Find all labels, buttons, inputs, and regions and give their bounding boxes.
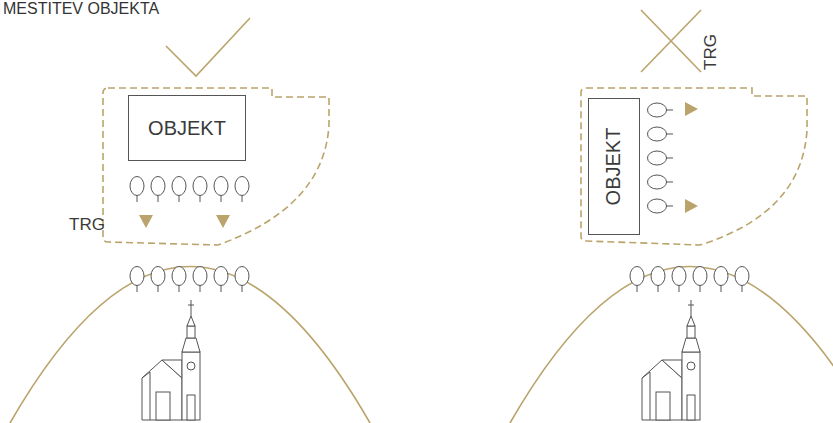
tree-trunk [158, 285, 159, 292]
tree [235, 177, 249, 196]
tree [648, 103, 667, 117]
tree [193, 267, 207, 286]
tree-trunk [666, 158, 673, 159]
tree [693, 267, 707, 286]
tree-trunk [666, 182, 673, 183]
arrow-right [685, 102, 698, 116]
tree-trunk [200, 195, 201, 202]
tree-trunk [658, 285, 659, 292]
tree [130, 267, 144, 286]
tree [193, 177, 207, 196]
tree-trunk [221, 285, 222, 292]
site-outline: OBJEKTTRG [100, 85, 332, 248]
tree-trunk [200, 285, 201, 292]
tree [151, 267, 165, 286]
cross-mark [641, 10, 701, 72]
tree-trunk [137, 195, 138, 202]
tree-trunk [742, 285, 743, 292]
tree [235, 267, 249, 286]
site-border [581, 88, 807, 245]
tree [714, 267, 728, 286]
church-door [187, 395, 195, 420]
tree [648, 151, 667, 165]
arrow-down [139, 215, 153, 228]
church-clock [187, 362, 195, 370]
square-label: TRG [69, 215, 105, 235]
view-arc [10, 267, 370, 423]
building-label: OBJEKT [603, 128, 626, 206]
church-top [187, 316, 195, 326]
tree-trunk [137, 285, 138, 292]
building-label: OBJEKT [148, 117, 226, 140]
tree-trunk [179, 285, 180, 292]
tree-trunk [637, 285, 638, 292]
check-mark [166, 18, 250, 76]
marks [10, 10, 833, 423]
square-label: TRG [701, 34, 721, 70]
church-spire [182, 338, 200, 352]
tree [130, 177, 144, 196]
tree [651, 267, 665, 286]
tree [172, 267, 186, 286]
tree [630, 267, 644, 286]
tree [672, 267, 686, 286]
church-nave [142, 360, 182, 420]
site-outline: OBJEKTTRG [578, 85, 810, 248]
church [142, 300, 200, 420]
tree [648, 175, 667, 189]
tree-trunk [179, 195, 180, 202]
tree [151, 177, 165, 196]
site-border [103, 88, 329, 245]
title: MESTITEV OBJEKTA [3, 0, 159, 18]
view-arc [510, 267, 833, 423]
building-box: OBJEKT [128, 95, 246, 161]
tree [648, 199, 667, 213]
church-cross [188, 305, 194, 306]
church-tower [182, 352, 200, 420]
tree-trunk [679, 285, 680, 292]
tree-trunk [666, 134, 673, 135]
church-cross [191, 300, 192, 316]
church [642, 300, 700, 420]
tree-trunk [666, 206, 673, 207]
church-lantern [187, 326, 195, 338]
church-door [156, 392, 170, 420]
tree-trunk [666, 110, 673, 111]
tree-trunk [158, 195, 159, 202]
arrow-right [685, 199, 698, 213]
tree [735, 267, 749, 286]
trees [130, 103, 749, 292]
tree [172, 177, 186, 196]
tree-trunk [700, 285, 701, 292]
tree [214, 177, 228, 196]
tree-trunk [242, 195, 243, 202]
tree-trunk [242, 285, 243, 292]
tree [214, 267, 228, 286]
tree-trunk [221, 195, 222, 202]
church-roof [162, 360, 182, 378]
arrow-down [216, 215, 230, 228]
tree [648, 127, 667, 141]
cross-mark [641, 10, 701, 72]
building-box: OBJEKT [588, 98, 640, 235]
church-wall [142, 372, 150, 420]
tree-trunk [721, 285, 722, 292]
